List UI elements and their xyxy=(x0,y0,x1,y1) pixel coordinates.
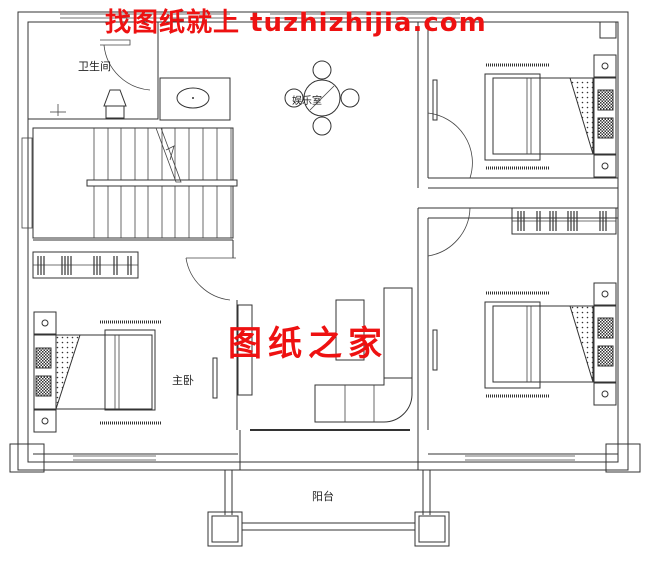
bed-ne xyxy=(432,21,617,178)
watermark-top: 找图纸就上 tuzhizhijia.com xyxy=(105,8,487,38)
sofa xyxy=(314,287,413,423)
master-bed xyxy=(33,311,162,433)
outer-walls xyxy=(17,11,629,471)
balcony-structure xyxy=(9,429,641,547)
entertainment-furniture xyxy=(284,60,360,136)
room-label-master-bedroom: 主卧 xyxy=(172,374,194,387)
closet-master xyxy=(32,251,139,279)
bed-se xyxy=(432,282,617,406)
watermark-center: 图纸之家 xyxy=(228,324,388,364)
room-label-entertainment: 娱乐室 xyxy=(292,96,322,107)
room-label-balcony: 阳台 xyxy=(312,490,334,503)
staircase xyxy=(21,127,238,239)
right-walls xyxy=(417,22,618,461)
closet-se xyxy=(511,207,617,235)
master-bedroom-walls xyxy=(33,239,238,461)
tv-master xyxy=(212,304,253,399)
bathroom-area xyxy=(27,21,231,121)
room-label-bathroom: 卫生间 xyxy=(78,60,111,73)
